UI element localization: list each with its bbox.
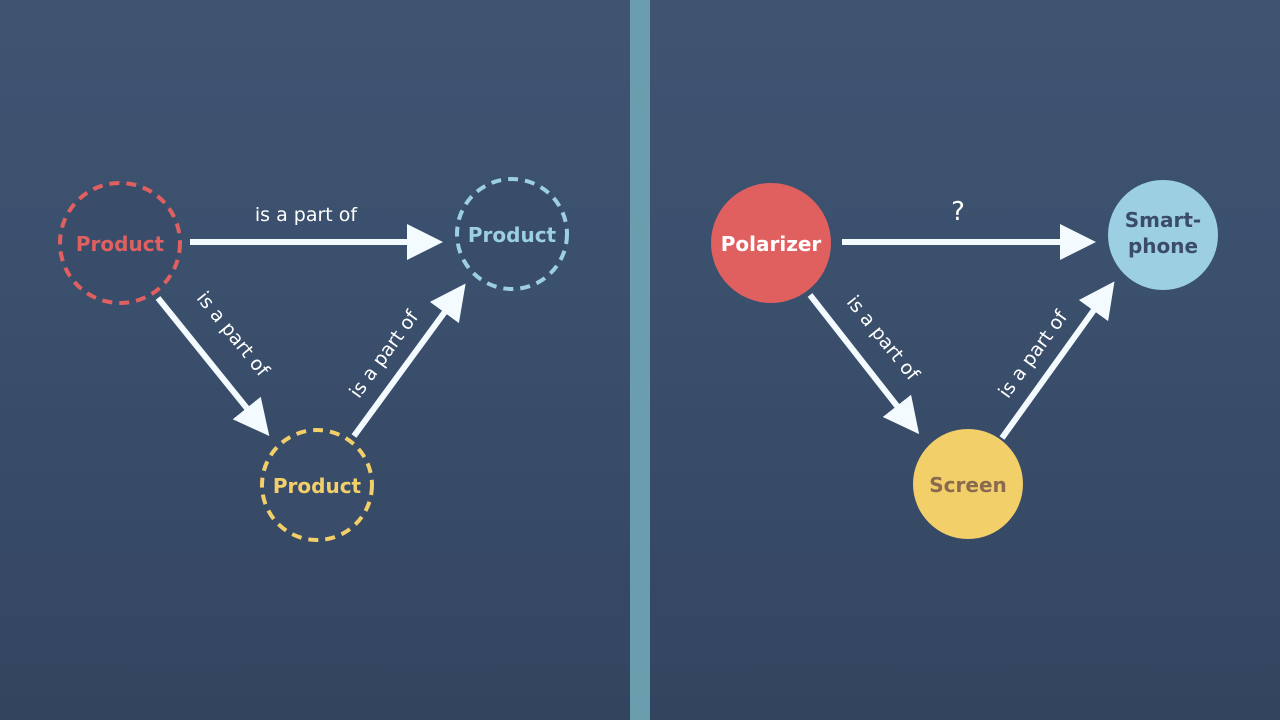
left-node-top-left-label: Product [76,232,165,256]
right-edge-top-label: ? [951,197,965,227]
left-node-bottom-label: Product [273,474,362,498]
left-node-top-left: Product [58,181,182,305]
right-node-smartphone-label-line1: Smart- [1125,208,1201,232]
right-arrow-right-up [999,281,1115,440]
left-edge-left-down-label: is a part of [192,288,274,382]
panel-divider [630,0,650,720]
left-edge-top-label: is a part of [255,204,359,226]
right-panel: Polarizer Smart- phone Screen ? is a par… [711,180,1218,539]
right-node-smartphone-label-line2: phone [1128,234,1198,258]
left-arrow-left-down [155,296,270,437]
right-node-polarizer-label: Polarizer [721,232,822,256]
left-panel: Product Product Product is a part of is … [58,177,569,542]
right-node-screen-label: Screen [929,473,1007,497]
right-edge-left-down-label: is a part of [842,292,924,386]
left-node-bottom: Product [260,428,374,542]
right-node-screen: Screen [913,429,1023,539]
left-node-top-right: Product [455,177,569,291]
right-arrow-left-down [807,293,920,435]
left-arrow-right-up [351,283,466,438]
right-node-smartphone: Smart- phone [1108,180,1218,290]
right-node-polarizer: Polarizer [711,183,831,303]
left-node-top-right-label: Product [468,223,557,247]
